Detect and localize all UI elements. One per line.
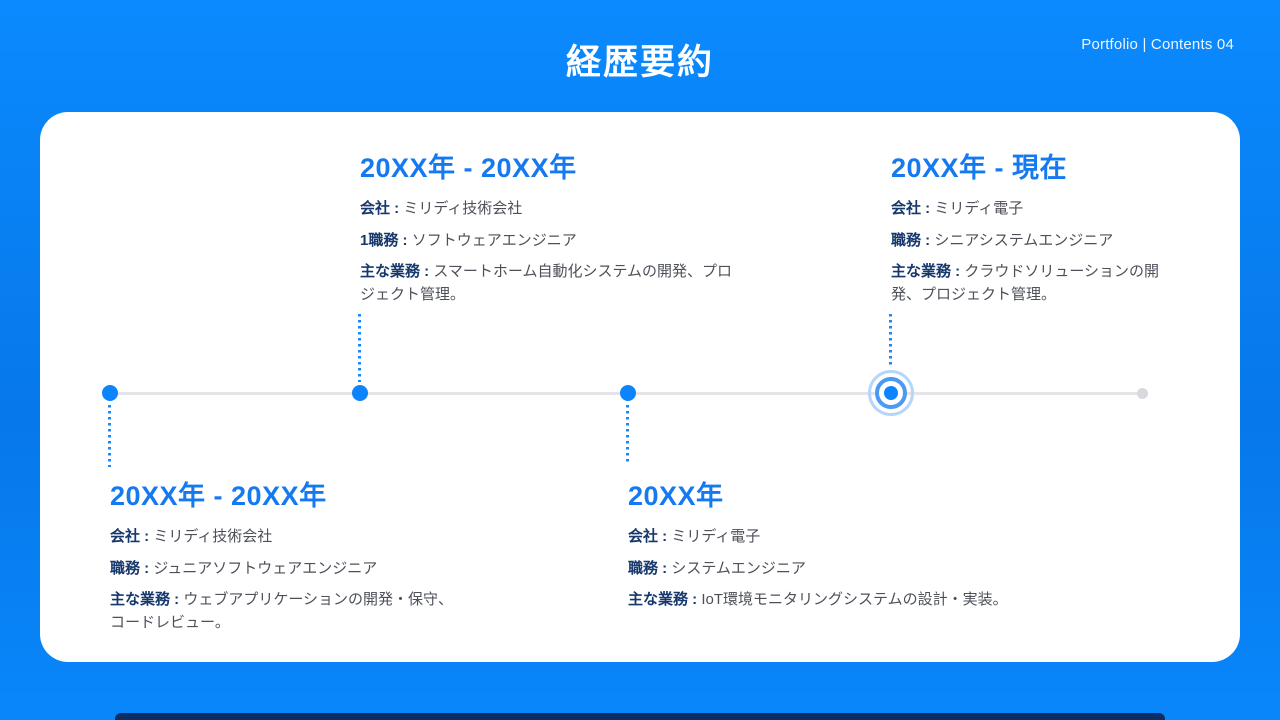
connector-entry-1: [108, 405, 111, 467]
duties-value: ウェブアプリケーションの開発・保守、コードレビュー。: [110, 591, 454, 631]
duties-label: 主な業務 :: [360, 263, 430, 280]
entry-duties-row: 主な業務 : クラウドソリューションの開発、プロジェクト管理。: [891, 261, 1186, 306]
company-label: 会社 :: [628, 528, 668, 545]
timeline-entry-2: 20XX年 - 20XX年 会社 : ミリディ技術会社 1職務 : ソフトウェア…: [360, 146, 745, 315]
timeline-dot-3: [620, 385, 636, 401]
entry-company-row: 会社 : ミリディ電子: [628, 526, 1098, 549]
role-label: 職務 :: [110, 559, 150, 577]
timeline-entry-4: 20XX年 - 現在 会社 : ミリディ電子 職務 : シニアシステムエンジニア…: [891, 146, 1186, 315]
entry-duties-row: 主な業務 : ウェブアプリケーションの開発・保守、コードレビュー。: [110, 589, 455, 634]
entry-role-row: 職務 : ジュニアソフトウェアエンジニア: [110, 558, 455, 581]
page-title: 経歴要約: [565, 43, 714, 82]
company-value: ミリディ電子: [671, 528, 761, 545]
entry-role-row: 職務 : システムエンジニア: [628, 558, 1098, 581]
entry-period: 20XX年 - 20XX年: [360, 153, 577, 183]
timeline-entry-1: 20XX年 - 20XX年 会社 : ミリディ技術会社 職務 : ジュニアソフト…: [110, 474, 455, 643]
connector-entry-4: [889, 314, 892, 368]
role-value: ソフトウェアエンジニア: [411, 231, 577, 249]
entry-role-row: 職務 : シニアシステムエンジニア: [891, 230, 1186, 253]
entry-period: 20XX年 - 20XX年: [110, 481, 327, 511]
marker-center-dot: [884, 386, 898, 400]
company-label: 会社 :: [360, 200, 400, 217]
entry-duties-row: 主な業務 : IoT環境モニタリングシステムの設計・実装。: [628, 589, 1098, 612]
portfolio-page-label: Portfolio | Contents 04: [1081, 36, 1234, 53]
connector-entry-3: [626, 405, 629, 463]
timeline-entry-3: 20XX年 会社 : ミリディ電子 職務 : システムエンジニア 主な業務 : …: [628, 474, 1098, 621]
duties-value: IoT環境モニタリングシステムの設計・実装。: [701, 591, 1008, 608]
role-label: 職務 :: [628, 559, 668, 577]
timeline-dot-2: [352, 385, 368, 401]
next-slide-peek-bar: [115, 713, 1165, 720]
company-value: ミリディ電子: [934, 200, 1024, 217]
role-value: ジュニアソフトウェアエンジニア: [153, 559, 378, 577]
entry-duties-row: 主な業務 : スマートホーム自動化システムの開発、プロジェクト管理。: [360, 261, 745, 306]
entry-role-row: 1職務 : ソフトウェアエンジニア: [360, 230, 745, 253]
entry-company-row: 会社 : ミリディ電子: [891, 198, 1186, 221]
duties-label: 主な業務 :: [628, 591, 698, 608]
role-value: システムエンジニア: [671, 559, 806, 577]
company-label: 会社 :: [891, 200, 931, 217]
connector-entry-2: [358, 314, 361, 382]
entry-company-row: 会社 : ミリディ技術会社: [360, 198, 745, 221]
entry-period: 20XX年: [628, 481, 724, 511]
entry-period: 20XX年 - 現在: [891, 153, 1068, 183]
timeline-dot-1: [102, 385, 118, 401]
timeline-end-dot: [1137, 388, 1148, 399]
duties-value: スマートホーム自動化システムの開発、プロジェクト管理。: [360, 263, 732, 303]
marker-outer-ring: [868, 370, 914, 416]
duties-value: クラウドソリューションの開発、プロジェクト管理。: [891, 263, 1160, 303]
company-value: ミリディ技術会社: [153, 528, 273, 545]
duties-label: 主な業務 :: [891, 263, 961, 280]
role-label: 1職務 :: [360, 231, 408, 249]
entry-company-row: 会社 : ミリディ技術会社: [110, 526, 455, 549]
role-value: シニアシステムエンジニア: [934, 231, 1114, 249]
duties-label: 主な業務 :: [110, 591, 180, 608]
company-label: 会社 :: [110, 528, 150, 545]
company-value: ミリディ技術会社: [403, 200, 523, 217]
role-label: 職務 :: [891, 231, 931, 249]
timeline-card: 20XX年 - 20XX年 会社 : ミリディ技術会社 職務 : ジュニアソフト…: [40, 112, 1240, 662]
